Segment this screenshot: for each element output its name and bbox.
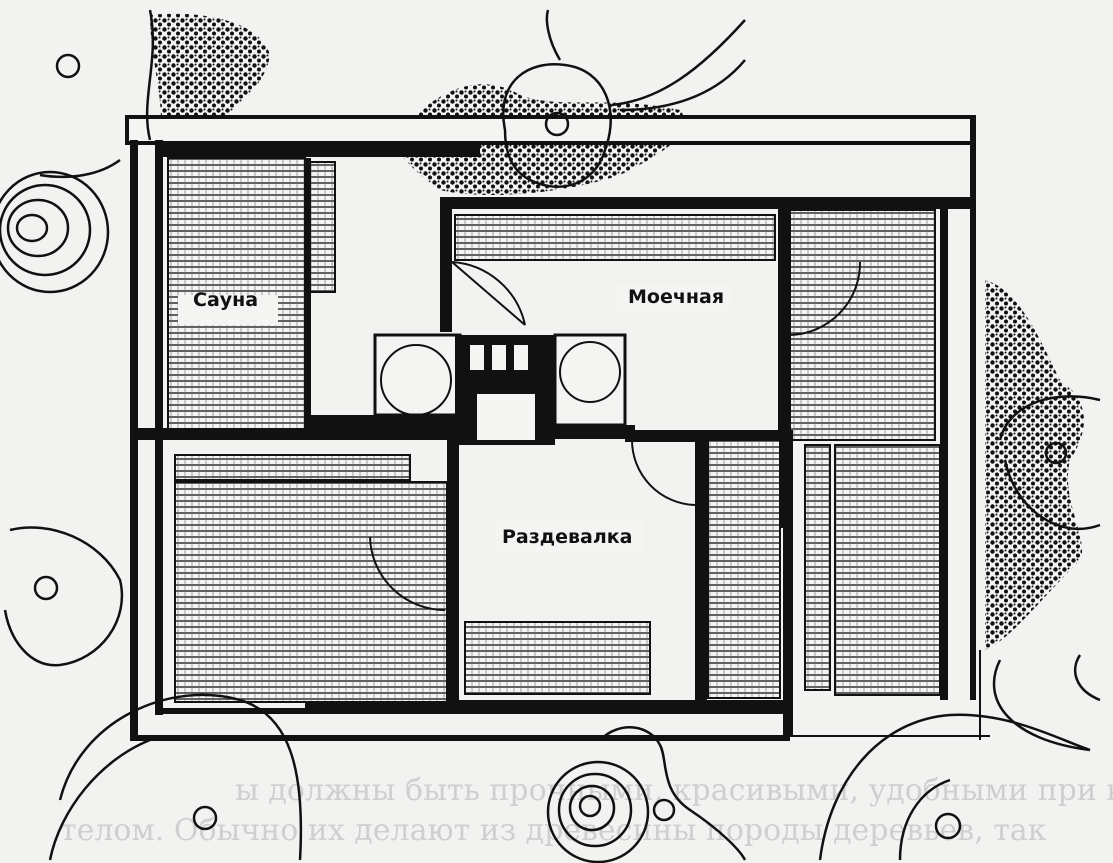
wash-bench-top [454, 214, 776, 261]
tree-small-topleft [55, 53, 81, 79]
wash-door-swing-right [789, 261, 862, 336]
site-lines [760, 650, 990, 740]
sauna-shelf [309, 161, 336, 293]
tree-right [992, 395, 1101, 752]
tree-bottom-left [48, 693, 303, 861]
background-text: ы должны быть прочными, красивыми, удобн… [60, 773, 1113, 848]
dressing-door-swing [369, 536, 446, 611]
stove-block [373, 333, 635, 445]
wash-bench-right [789, 209, 936, 441]
background-text-line-2: телом. Обычно их делают из древесины пор… [60, 813, 1047, 848]
dressing-bench-far [834, 444, 941, 696]
landscape-trees [0, 9, 1101, 863]
dressing-room-label: Раздевалка [502, 526, 633, 548]
dressing-table [464, 621, 651, 695]
wash-room: Моечная [451, 208, 936, 528]
dressing-shelf [804, 444, 831, 691]
sauna-room: Сауна [130, 157, 470, 440]
background-text-line-1: ы должны быть прочными, красивыми, удобн… [235, 773, 1113, 808]
building-walls [125, 115, 976, 741]
wash-door-swing [451, 261, 526, 326]
dressing-bench-top [174, 454, 411, 481]
tree-spiral-left [0, 170, 110, 294]
pebble-areas [150, 13, 1084, 650]
washroom-label: Моечная [628, 286, 724, 308]
dressing-door-swing-right [631, 439, 696, 506]
tree-top-center [502, 9, 746, 188]
tree-bottom-right [818, 713, 1091, 861]
tree-spiral-bottom [546, 726, 747, 863]
dressing-room: Раздевалка [174, 430, 941, 735]
sauna-bench [167, 157, 306, 431]
dressing-bench-left [174, 481, 448, 703]
tree-left-middle [3, 526, 124, 667]
tree-branch-topleft [39, 9, 155, 179]
sauna-label: Сауна [193, 289, 258, 311]
dressing-bench-right [707, 439, 781, 699]
